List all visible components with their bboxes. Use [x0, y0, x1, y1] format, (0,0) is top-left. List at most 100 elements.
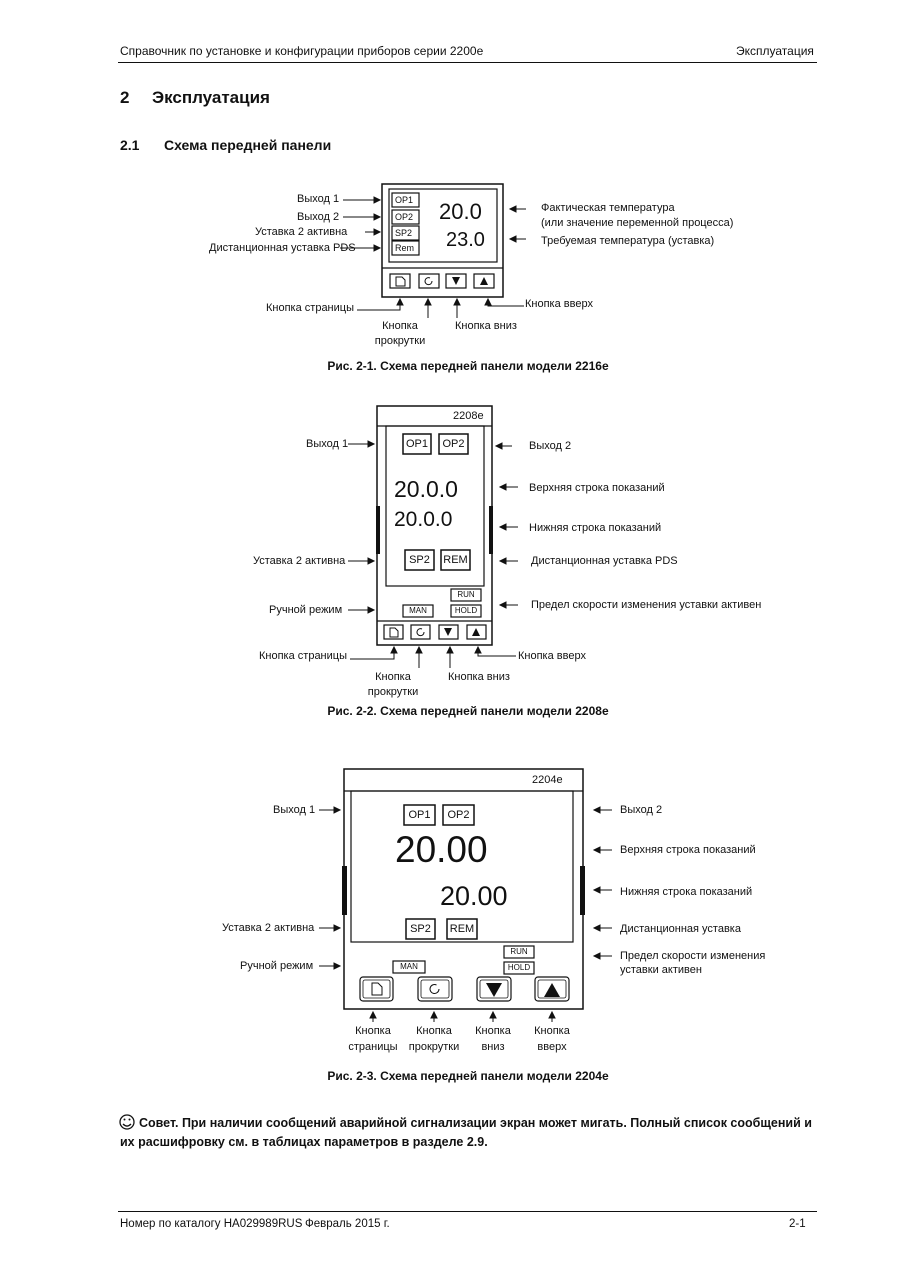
- label-scroll-button-2: прокрутки: [408, 1041, 460, 1053]
- label-out2: Выход 2: [297, 211, 340, 223]
- label-up-button: Кнопка вверх: [518, 650, 586, 662]
- section-title: Эксплуатация: [152, 88, 270, 107]
- smiley-icon: [119, 1114, 135, 1130]
- label-lower-line: Нижняя строка показаний: [620, 886, 753, 898]
- label-down-button: Кнопка вниз: [448, 671, 510, 683]
- label-scroll-button-1: Кнопка: [382, 320, 418, 332]
- label-upper-line: Верхняя строка показаний: [529, 482, 665, 494]
- display-upper-value: 20.00: [395, 829, 488, 870]
- page-button-box: [389, 273, 411, 289]
- side-bar-left: [342, 866, 347, 915]
- figure-2-1-caption: Рис. 2-1. Схема передней панели модели 2…: [327, 359, 609, 373]
- model-label-2204e: 2204e: [532, 774, 563, 786]
- subsection-title: Схема передней панели: [164, 137, 332, 153]
- label-sp2: Уставка 2 активна: [255, 226, 348, 238]
- header-rule: [118, 62, 817, 63]
- indicator-op2: OP2: [447, 809, 470, 821]
- indicator-op2-box: [391, 209, 420, 225]
- indicator-man: MAN: [409, 606, 427, 615]
- label-scroll-button-2: прокрутки: [374, 335, 426, 347]
- label-rate-limit: Предел скорости изменения уставки активе…: [531, 599, 762, 611]
- indicator-rem: Rem: [395, 243, 415, 253]
- label-rate-limit-2: уставки активен: [620, 964, 702, 976]
- subsection-number: 2.1: [120, 137, 140, 153]
- indicator-sp2: SP2: [410, 923, 431, 935]
- display-upper-value: 20.0.0: [394, 476, 458, 502]
- label-page-button-2: страницы: [348, 1041, 398, 1053]
- label-out1: Выход 1: [273, 804, 316, 816]
- label-down-button-1: Кнопка: [475, 1025, 511, 1037]
- section-number: 2: [120, 88, 130, 107]
- label-scroll-button-2: прокрутки: [367, 686, 419, 698]
- indicator-rem-box: [391, 240, 420, 256]
- indicator-hold: HOLD: [454, 606, 478, 615]
- indicator-op2: OP2: [395, 212, 414, 222]
- label-scroll-button-1: Кнопка: [375, 671, 411, 683]
- label-lower-line: Нижняя строка показаний: [529, 522, 662, 534]
- label-remote: Дистанционная уставка PDS: [531, 555, 678, 567]
- label-out2: Выход 2: [529, 440, 572, 452]
- label-page-button-1: Кнопка: [355, 1025, 391, 1037]
- label-manual: Ручной режим: [240, 960, 314, 972]
- panel-2216e-display: [388, 188, 498, 263]
- label-up-button-1: Кнопка: [534, 1025, 570, 1037]
- label-actual-temp: Фактическая температура: [541, 202, 675, 214]
- indicator-rem: REM: [443, 554, 468, 566]
- label-up-button-2: вверх: [537, 1041, 567, 1053]
- label-sp2: Уставка 2 активна: [253, 555, 346, 567]
- indicator-sp2-box: [391, 225, 420, 241]
- panel-2208e-display: [385, 425, 485, 587]
- indicator-rem: REM: [449, 923, 475, 935]
- up-button-box: [473, 273, 495, 289]
- indicator-op1-box: [391, 192, 420, 208]
- footer-rule: [118, 1211, 817, 1212]
- panel-2216e-bezel: [381, 183, 504, 298]
- indicator-run: RUN: [510, 947, 528, 956]
- label-out2: Выход 2: [620, 804, 663, 816]
- indicator-sp2: SP2: [409, 554, 430, 566]
- scroll-button-box: [418, 273, 440, 289]
- indicator-hold: HOLD: [507, 963, 531, 972]
- down-button-box: [445, 273, 467, 289]
- label-page-button: Кнопка страницы: [266, 302, 354, 314]
- display-lower-value: 20.00: [440, 881, 508, 911]
- running-header-title: Справочник по установке и конфигурации п…: [120, 44, 484, 58]
- indicator-run: RUN: [457, 590, 475, 599]
- label-scroll-button-1: Кнопка: [416, 1025, 452, 1037]
- side-bar-right: [489, 506, 493, 554]
- footer-page-number: 2-1: [789, 1218, 806, 1230]
- label-sp2: Уставка 2 активна: [222, 922, 315, 934]
- label-actual-temp-note: (или значение переменной процесса): [541, 217, 734, 229]
- figure-2-3-caption: Рис. 2-3. Схема передней панели модели 2…: [327, 1069, 609, 1083]
- indicator-sp2: SP2: [395, 228, 413, 238]
- label-manual: Ручной режим: [269, 604, 343, 616]
- label-remote: Дистанционная уставка PDS: [209, 242, 356, 254]
- side-bar-left: [376, 506, 380, 554]
- page-icon: [395, 276, 406, 287]
- figure-2-2-caption: Рис. 2-2. Схема передней панели модели 2…: [327, 704, 609, 718]
- display-upper-value: 20.0: [439, 199, 482, 224]
- indicator-op1: OP1: [395, 195, 414, 205]
- model-label-2208e: 2208e: [453, 410, 484, 422]
- label-remote: Дистанционная уставка: [620, 923, 741, 935]
- side-bar-right: [580, 866, 585, 915]
- label-out1: Выход 1: [306, 438, 349, 450]
- indicator-op2: OP2: [442, 438, 465, 450]
- panel-2204e-display: [350, 790, 574, 943]
- indicator-op1: OP1: [405, 438, 428, 450]
- indicator-op1: OP1: [408, 809, 431, 821]
- footer-date: Февраль 2015 г.: [305, 1218, 390, 1230]
- label-page-button: Кнопка страницы: [259, 650, 347, 662]
- label-down-button: Кнопка вниз: [455, 320, 517, 332]
- display-lower-value: 23.0: [446, 229, 485, 251]
- label-rate-limit-1: Предел скорости изменения: [620, 950, 766, 962]
- label-up-button: Кнопка вверх: [525, 298, 593, 310]
- label-target-temp: Требуемая температура (уставка): [541, 235, 715, 247]
- tip-note: Совет. При наличии сообщений аварийной с…: [120, 1116, 812, 1149]
- label-out1: Выход 1: [297, 193, 340, 205]
- running-header-section: Эксплуатация: [736, 44, 814, 58]
